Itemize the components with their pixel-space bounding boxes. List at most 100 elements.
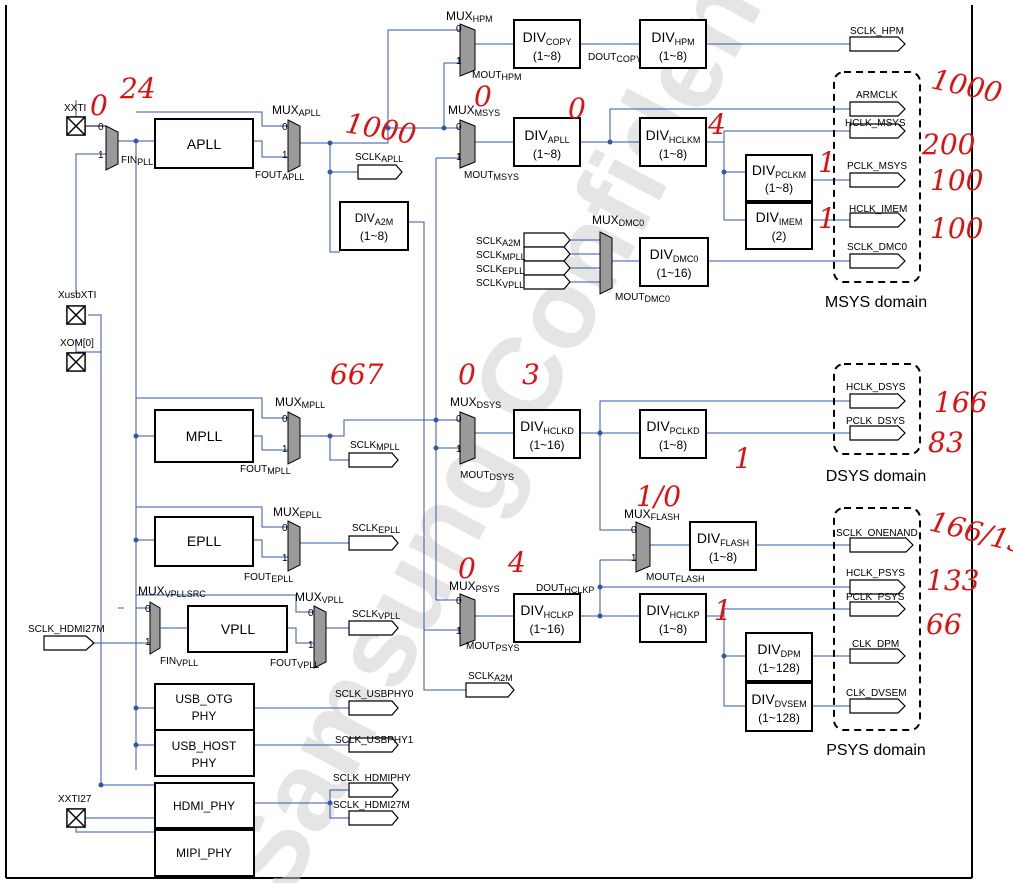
mux-dmc0-icon: [599, 231, 613, 295]
anno-pclkd-1: 1: [734, 442, 752, 475]
fin-vpll-label: FINVPLL: [160, 656, 198, 668]
dsys-outputs: HCLK_DSYS PCLK_DSYS: [846, 382, 906, 441]
svg-text:DIVDPM: DIVDPM: [757, 641, 800, 659]
svg-text:FOUTAPLL: FOUTAPLL: [255, 170, 304, 182]
anno-pclkm-1: 1: [818, 146, 836, 179]
svg-text:0: 0: [456, 24, 462, 35]
anno-apll-0: 0: [568, 92, 586, 125]
anno-psys-0: 0: [458, 552, 476, 585]
svg-text:MOUTMSYS: MOUTMSYS: [464, 170, 519, 182]
anno-66: 66: [926, 608, 962, 641]
mux-msys-icon: [459, 119, 476, 169]
dsys-domain-label: DSYS domain: [826, 468, 927, 485]
div-hclkd-block: DIVHCLKD (1~16): [513, 409, 581, 459]
phy-blocks: USB_OTG PHY USB_HOST PHY HDMI_PHY MIPI_P…: [154, 683, 255, 877]
svg-text:(1~8): (1~8): [659, 147, 687, 161]
anno-133: 133: [926, 564, 979, 597]
anno-hclkm-4: 4: [707, 108, 726, 141]
svg-text:MUXVPLLSRC: MUXVPLLSRC: [138, 584, 206, 599]
anno-msys-0: 0: [474, 80, 492, 113]
svg-text:MUXPSYS: MUXPSYS: [449, 579, 500, 594]
mpll-block: [154, 409, 254, 463]
svg-text:0: 0: [308, 608, 314, 619]
vpllsrc-mux-icon: [149, 601, 161, 655]
svg-text:MOUTFLASH: MOUTFLASH: [646, 572, 704, 584]
wire-junctions: [98, 125, 727, 806]
svg-text:MOUTDMC0: MOUTDMC0: [615, 292, 670, 304]
svg-text:MIPI_PHY: MIPI_PHY: [176, 846, 232, 860]
svg-text:MUXFLASH: MUXFLASH: [624, 507, 680, 522]
xxti-pin-icon: [66, 116, 86, 136]
svg-text:DIVHCLKP: DIVHCLKP: [520, 602, 573, 620]
svg-text:DIVPCLKM: DIVPCLKM: [752, 162, 806, 180]
svg-text:0: 0: [282, 122, 288, 133]
svg-text:SCLKA2M: SCLKA2M: [476, 236, 521, 248]
svg-text:DIVDVSEM: DIVDVSEM: [751, 691, 806, 709]
div-hclkp-block: DIVHCLKP (1~16): [513, 593, 581, 643]
svg-text:0: 0: [282, 523, 288, 534]
mux-hpm-icon: [459, 23, 476, 77]
svg-text:FINPLL: FINPLL: [121, 155, 153, 167]
anno-166-133: 166/133: [926, 505, 1013, 565]
div-flash-block: DIVFLASH (1~8): [689, 521, 757, 571]
div-imem-block: DIVIMEM (2): [745, 202, 813, 250]
svg-text:SCLKEPLL: SCLKEPLL: [476, 264, 524, 276]
svg-text:(1~16): (1~16): [529, 622, 564, 636]
svg-text:DIVHPM: DIVHPM: [651, 29, 694, 47]
fin-pll-label: FINPLL: [121, 155, 153, 167]
sclk-epll-arrow-icon: [348, 535, 399, 551]
svg-text:PCLK_PSYS: PCLK_PSYS: [846, 592, 905, 603]
svg-text:FOUTVPLL: FOUTVPLL: [270, 658, 319, 670]
mux-vpll-icon: [313, 605, 327, 669]
sclk-apll-arrow-icon: [357, 164, 403, 180]
svg-text:SCLKVPLL: SCLKVPLL: [352, 609, 400, 621]
xxti-label: XXTI: [64, 103, 86, 114]
svg-text:HCLK_PSYS: HCLK_PSYS: [846, 568, 905, 579]
psys-domain-box: [833, 507, 921, 731]
svg-text:SCLKMPLL: SCLKMPLL: [350, 440, 400, 452]
svg-text:SCLKAPLL: SCLKAPLL: [355, 152, 403, 164]
sclk-hpm-arrow-icon: [849, 36, 906, 52]
div-dmc0-block: DIVDMC0 (1~16): [639, 237, 709, 287]
svg-text:SCLK_HDMIPHY: SCLK_HDMIPHY: [333, 773, 411, 784]
svg-text:0: 0: [456, 122, 462, 133]
anno-dsys-0: 0: [458, 358, 476, 391]
svg-text:FOUTMPLL: FOUTMPLL: [240, 464, 291, 476]
svg-text:PHY: PHY: [192, 756, 217, 770]
anno-100b: 100: [930, 212, 983, 245]
divider-blocks: DIVCOPY (1~8) DOUTCOPY DIVHPM (1~8) DIVA…: [513, 19, 813, 732]
svg-text:MUXEPLL: MUXEPLL: [273, 505, 322, 520]
svg-text:SCLK_USBPHY1: SCLK_USBPHY1: [335, 735, 414, 746]
anno-imem-1: 1: [818, 202, 836, 235]
div-pclkp-block: DIVHCLKP (1~8): [639, 593, 707, 643]
svg-text:(1~8): (1~8): [659, 49, 687, 63]
svg-text:DIVDMC0: DIVDMC0: [650, 246, 699, 264]
sclk-hdmi27m-input-arrow-icon: [43, 635, 95, 651]
svg-text:MUXVPLL: MUXVPLL: [295, 590, 344, 605]
svg-text:1: 1: [456, 626, 462, 637]
pll-blocks: APLL MPLL EPLL VPLL: [154, 118, 288, 653]
svg-text:1: 1: [631, 553, 637, 564]
mpll-label: MPLL: [186, 428, 223, 444]
svg-text:1: 1: [308, 640, 314, 651]
mux-dsys-icon: [459, 411, 476, 465]
vpll-label: VPLL: [221, 621, 255, 637]
phy-sclk-outputs: SCLK_USBPHY0 SCLK_USBPHY1 SCLK_HDMIPHY S…: [333, 689, 414, 826]
fin-pll-mux-icon: [105, 125, 119, 171]
sclk-hpm-output: SCLK_HPM: [849, 26, 906, 52]
svg-text:USB_OTG: USB_OTG: [175, 692, 232, 706]
fin-pll-mux-in1: 1: [98, 150, 104, 161]
svg-text:SCLK_DMC0: SCLK_DMC0: [847, 242, 907, 253]
sclk-vpll-arrow-icon: [348, 620, 399, 636]
xxti27-label: XXTI27: [58, 794, 92, 805]
apll-label: APLL: [187, 136, 221, 152]
svg-text:CLK_DVSEM: CLK_DVSEM: [846, 688, 907, 699]
svg-text:MUXMPLL: MUXMPLL: [275, 395, 325, 410]
anno-1000-mid: 1000: [343, 106, 419, 151]
mux-flash-icon: [635, 521, 651, 573]
anno-100a: 100: [930, 164, 983, 197]
msys-domain-label: MSYS domain: [825, 294, 927, 311]
svg-text:1: 1: [282, 553, 288, 564]
svg-text:(2): (2): [772, 229, 787, 243]
